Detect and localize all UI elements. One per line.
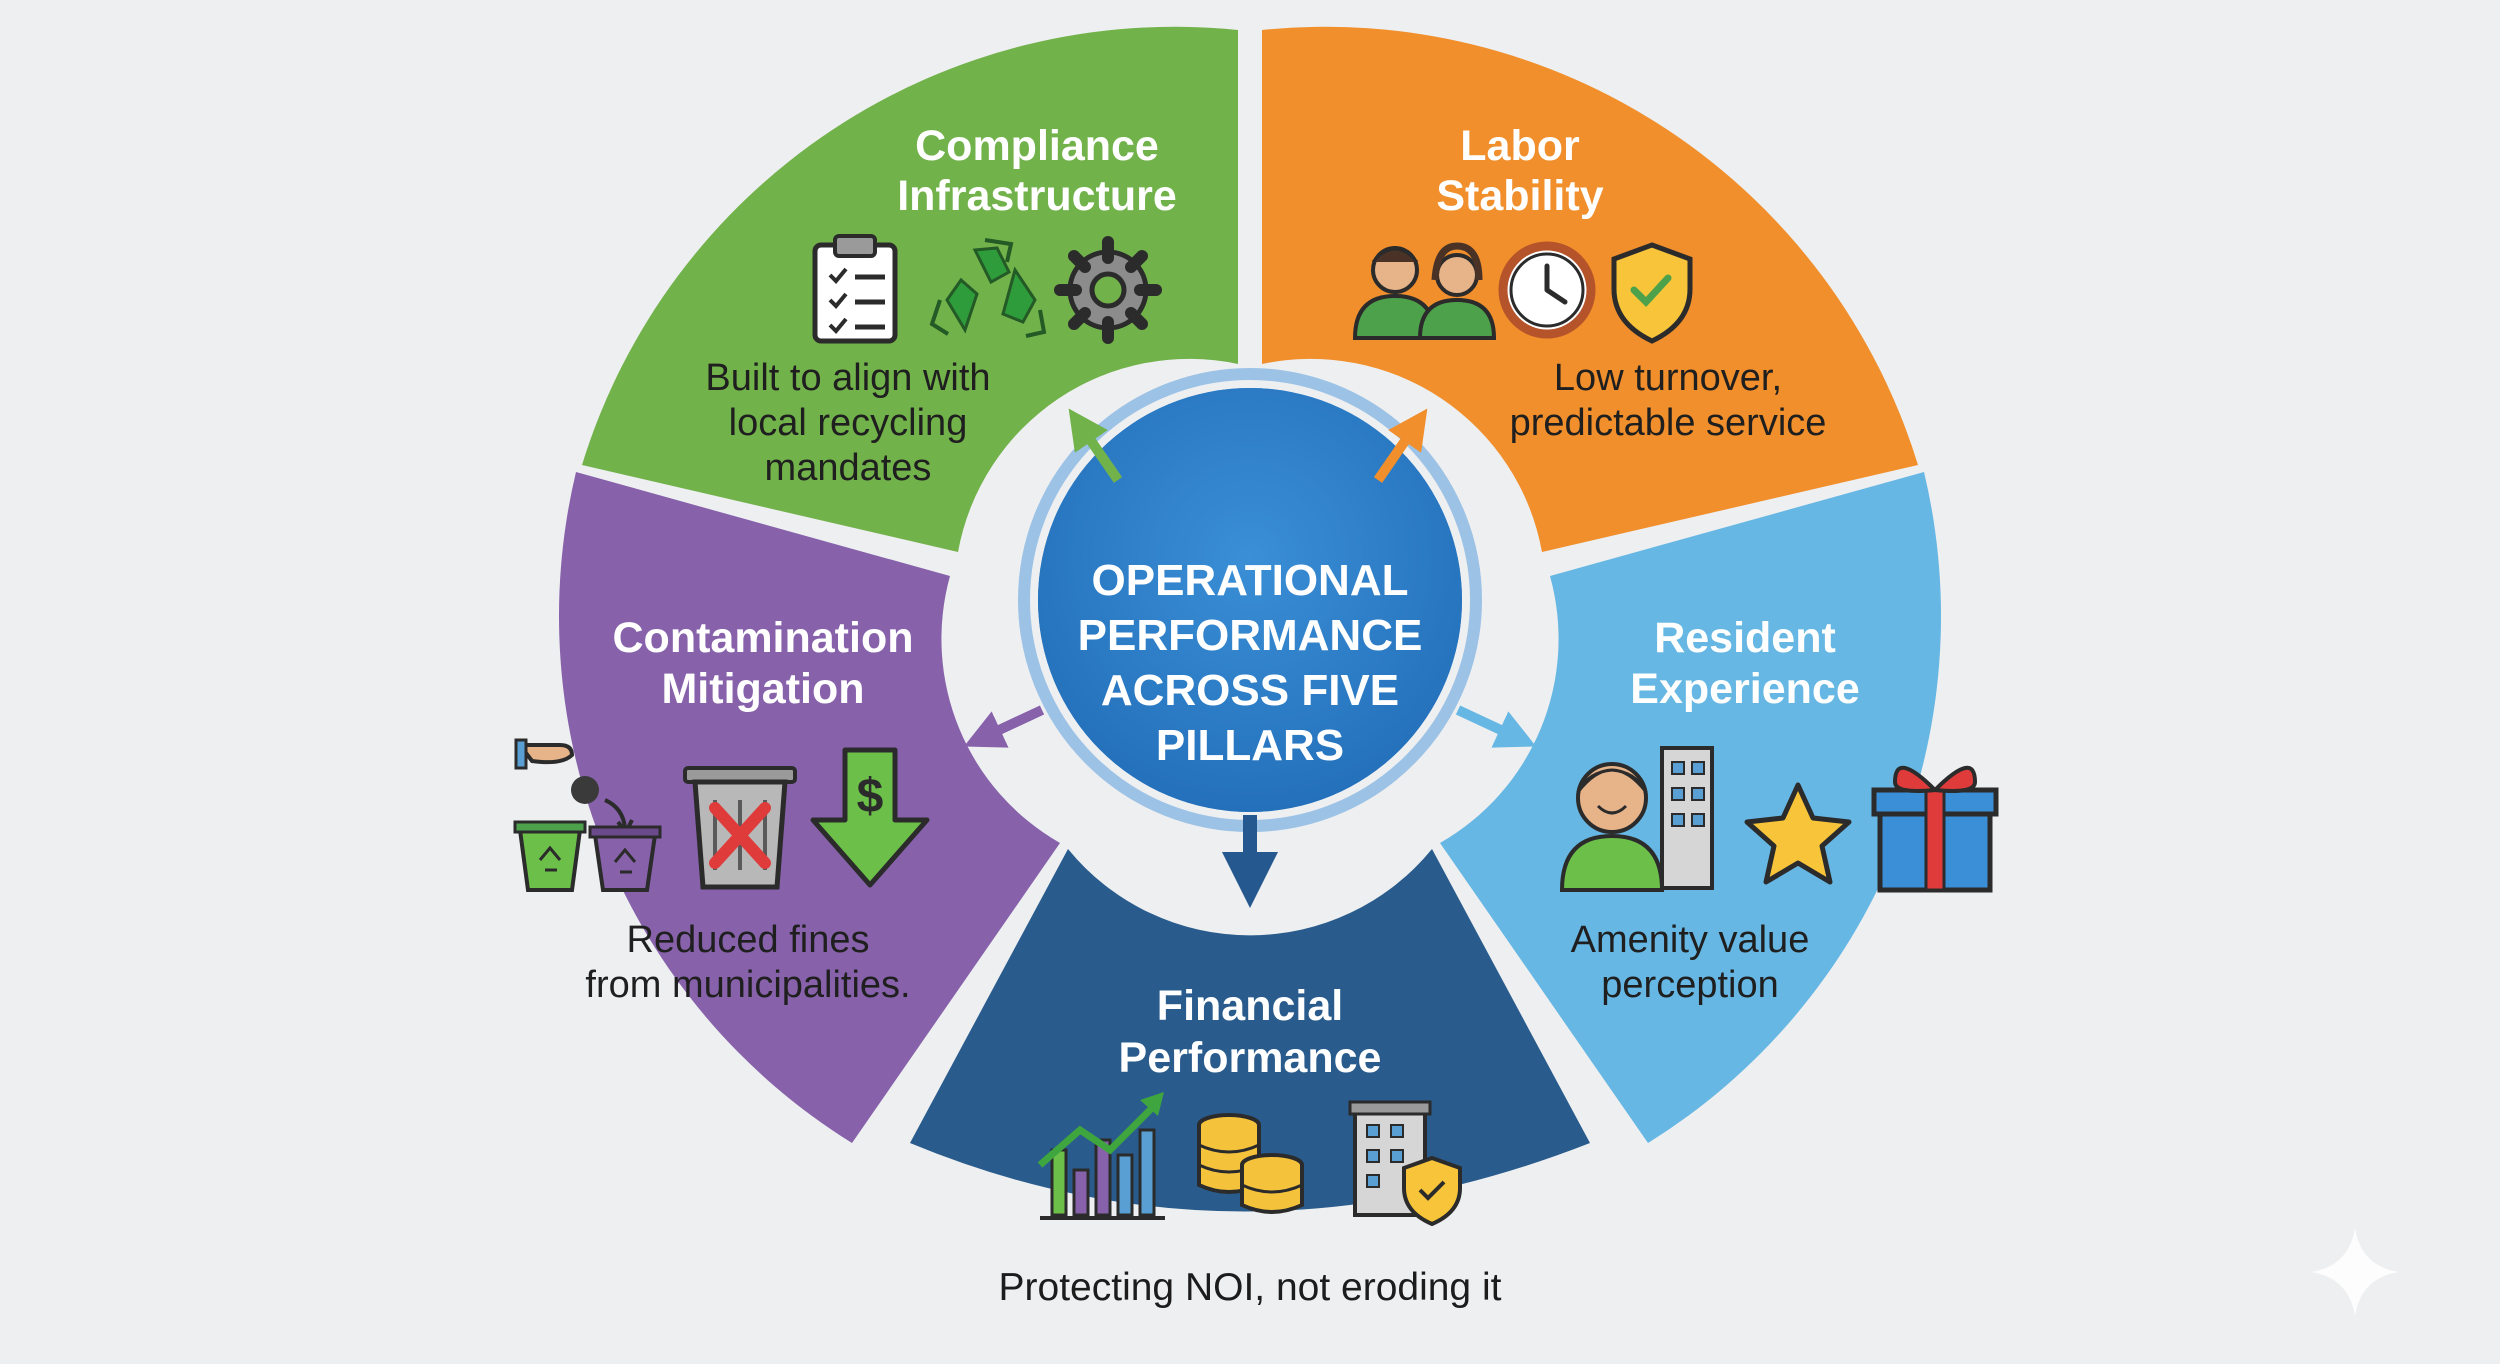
resident-building-icon [1559, 746, 1714, 892]
gift-icon [1871, 765, 1999, 893]
clock-icon [1498, 241, 1596, 339]
financial-title-line-2: Performance [1119, 1034, 1382, 1082]
financial-description: Protecting NOI, not eroding it [999, 1266, 1502, 1309]
sorting-bins-icon [513, 738, 662, 892]
contamination-title-line-2: Mitigation [661, 665, 864, 713]
resident-description-line-2: perception [1601, 964, 1778, 1006]
center-title-line-2: PERFORMANCE [1078, 611, 1423, 660]
contamination-title-line-1: Contamination [613, 614, 914, 662]
compliance-description-line-3: mandates [765, 447, 932, 489]
growth-chart-icon [1037, 1092, 1165, 1220]
contamination-description-line-2: from municipalities. [585, 964, 910, 1006]
secured-building-icon [1348, 1100, 1462, 1227]
arrow-to-contamination [963, 705, 1045, 748]
compliance-description-line-2: local recycling [729, 402, 968, 444]
arrow-to-resident [1455, 705, 1537, 748]
resident-title-line-1: Resident [1654, 614, 1836, 662]
resident-description-line-1: Amenity value [1571, 919, 1810, 961]
financial-title-line-1: Financial [1157, 982, 1343, 1030]
segment-contamination [558, 472, 1060, 1143]
labor-title-line-1: Labor [1460, 122, 1580, 170]
no-trash-icon [683, 766, 797, 890]
labor-description-line-2: predictable service [1510, 402, 1827, 444]
cost-down-icon: $ [810, 747, 930, 888]
compliance-description-line-1: Built to align with [705, 357, 990, 399]
recycle-icon [929, 238, 1047, 338]
coin-stack-icon [1197, 1113, 1304, 1214]
arrow-to-labor [1373, 408, 1428, 483]
labor-description-line-1: Low turnover, [1554, 357, 1782, 399]
compliance-title-line-2: Infrastructure [897, 172, 1177, 220]
contamination-description-line-1: Reduced fines [627, 919, 870, 961]
compliance-title-line-1: Compliance [915, 122, 1159, 170]
center-title-line-1: OPERATIONAL [1092, 556, 1409, 605]
arrow-to-compliance [1068, 408, 1123, 483]
segment-compliance [582, 26, 1238, 553]
shield-check-icon [1611, 242, 1693, 344]
gear-icon [1054, 236, 1162, 344]
sparkle-icon [2311, 1228, 2399, 1316]
labor-title-line-2: Stability [1436, 172, 1603, 220]
center-title-line-3: ACROSS FIVE [1101, 666, 1399, 715]
center-title-line-4: PILLARS [1156, 721, 1344, 770]
svg-text:$: $ [857, 770, 884, 823]
resident-title-line-2: Experience [1630, 665, 1859, 713]
workers-icon [1352, 242, 1497, 340]
checklist-clipboard-icon [812, 234, 898, 344]
star-icon [1744, 782, 1852, 885]
